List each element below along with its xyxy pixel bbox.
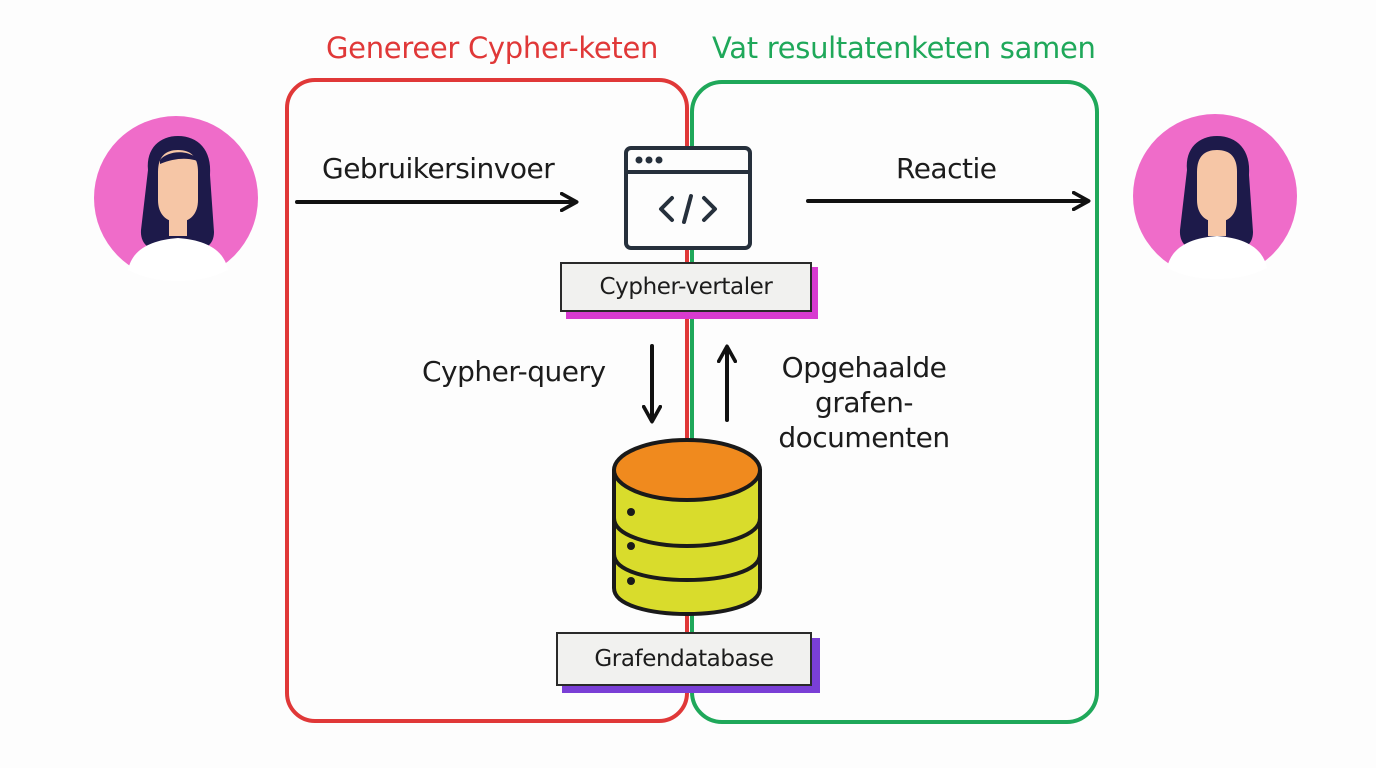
summarize-chain-title: Vat resultatenketen samen: [712, 31, 1096, 65]
database-tag: Grafendatabase: [556, 632, 812, 686]
retrieved-docs-line-3: documenten: [778, 421, 950, 454]
response-label: Reactie: [896, 152, 997, 185]
cypher-query-label: Cypher-query: [422, 355, 606, 388]
retrieved-docs-line-2: grafen-: [815, 386, 913, 419]
generate-chain-title: Genereer Cypher-keten: [326, 31, 659, 65]
generate-chain-box: [285, 78, 689, 723]
translator-tag: Cypher-vertaler: [560, 262, 812, 312]
retrieved-docs-line-1: Opgehaalde: [781, 351, 947, 384]
summarize-chain-box: [690, 80, 1099, 724]
user-avatar-left: [94, 116, 258, 281]
database-icon: [612, 438, 762, 616]
user-input-label: Gebruikersinvoer: [322, 152, 555, 185]
code-window-icon: [624, 146, 752, 250]
retrieved-docs-label: Opgehaalde grafen- documenten: [776, 350, 952, 455]
user-avatar-right: [1133, 114, 1297, 279]
